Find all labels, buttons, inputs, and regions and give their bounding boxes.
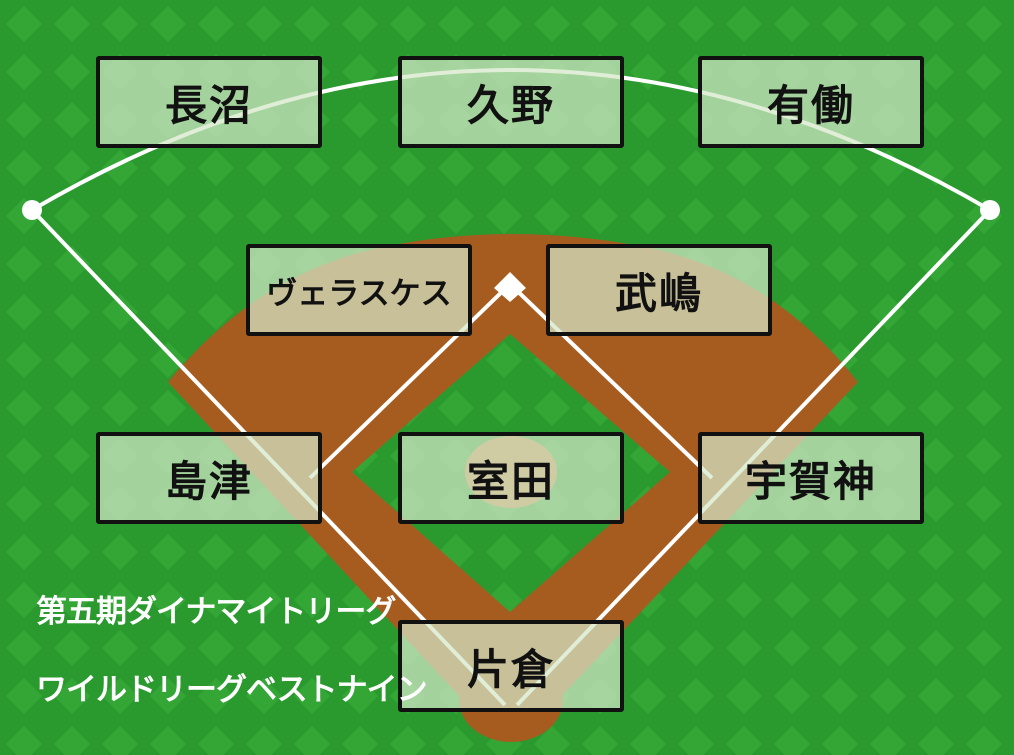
first-base-player: 宇賀神: [698, 432, 924, 524]
shortstop-player: ヴェラスケス: [246, 244, 472, 336]
league-title-line2: ワイルドリーグベストナイン: [36, 672, 428, 708]
pitcher-player: 室田: [398, 432, 624, 524]
third-base-player: 島津: [96, 432, 322, 524]
second-base-player: 武嶋: [546, 244, 772, 336]
right-foul-pole: [980, 200, 1000, 220]
league-title-line1: 第五期ダイナマイトリーグ: [36, 594, 396, 630]
second-base: [494, 272, 526, 302]
left-foul-pole: [22, 200, 42, 220]
baseline-second-to-first: [508, 282, 714, 480]
center-field-player: 久野: [398, 56, 624, 148]
right-field-player: 有働: [698, 56, 924, 148]
left-field-player: 長沼: [96, 56, 322, 148]
baseline-third-to-second: [308, 282, 512, 480]
catcher-player: 片倉: [398, 620, 624, 712]
